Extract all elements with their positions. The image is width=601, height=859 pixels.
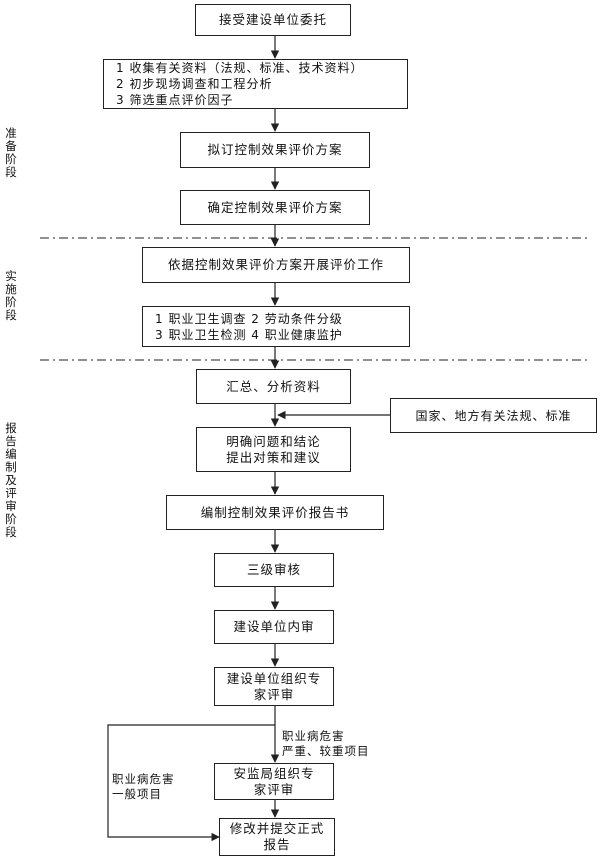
label-general-projects: 职业病危害 一般项目 [112,772,175,801]
stage-label-preparation: 准 备 阶 段 [5,126,17,179]
box-internal-review: 建设单位内审 [214,610,334,644]
box-laws-standards: 国家、地方有关法规、标准 [390,398,597,433]
box-three-level-review: 三级审核 [214,553,334,587]
box-evaluation-tasks: 1 职业卫生调查 2 劳动条件分级 3 职业卫生检测 4 职业健康监护 [142,306,410,347]
box-confirm-evaluation-plan: 确定控制效果评价方案 [180,190,370,225]
box-problems-conclusions: 明确问题和结论 提出对策和建议 [196,427,351,472]
box-expert-review-unit: 建设单位组织专 家评审 [214,667,334,706]
arrow-bypass-general [107,724,275,842]
box-draft-evaluation-plan: 拟订控制效果评价方案 [180,132,370,168]
box-compile-report: 编制控制效果评价报告书 [166,495,384,530]
box-expert-review-safety-bureau: 安监局组织专 家评审 [214,763,334,800]
box-carry-out-evaluation: 依据控制效果评价方案开展评价工作 [142,247,410,283]
box-accept-commission: 接受建设单位委托 [195,4,351,36]
box-revise-submit-report: 修改并提交正式 报告 [219,818,335,856]
stage-label-implementation: 实 施 阶 段 [5,269,17,322]
box-summarize-analyze: 汇总、分析资料 [196,369,351,404]
label-severe-projects: 职业病危害 严重、较重项目 [282,729,370,758]
box-collect-survey-screen: 1 收集有关资料（法规、标准、技术资料） 2 初步现场调查和工程分析 3 筛选重… [103,59,408,109]
stage-label-report: 报 告 编 制 及 评 审 阶 段 [5,421,17,539]
